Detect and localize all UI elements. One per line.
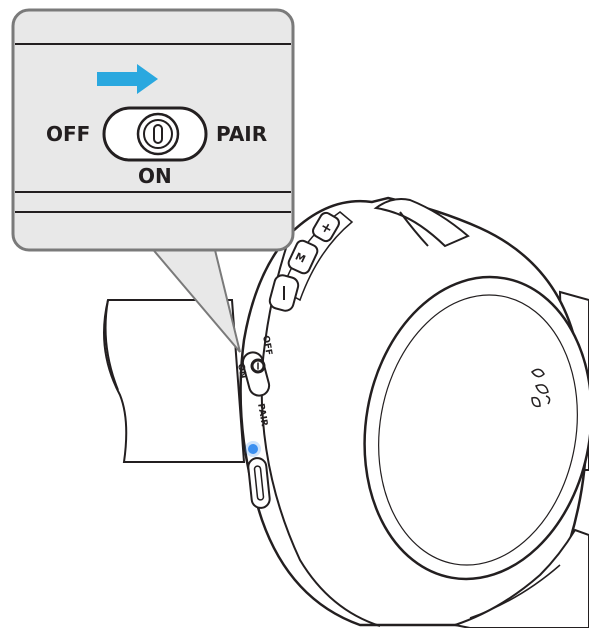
arrow-shape — [97, 64, 158, 94]
callout-slide-switch — [102, 106, 208, 162]
volume-up-button[interactable]: + — [311, 211, 341, 244]
brand-logo — [530, 368, 551, 408]
cup-switch-off-label: OFF — [260, 335, 273, 356]
cup-switch-pair-label: PAIR — [255, 403, 269, 427]
direction-arrow-icon — [97, 64, 158, 94]
callout-off-label: OFF — [46, 122, 90, 146]
cup-power-switch[interactable]: OFF ON PAIR — [235, 335, 273, 427]
multifunction-button[interactable]: M — [287, 239, 320, 275]
ear-cup-face — [363, 275, 589, 581]
led-indicator — [248, 444, 258, 454]
callout-on-label: ON — [138, 164, 172, 188]
volume-down-button[interactable] — [268, 273, 300, 312]
callout-pointer — [149, 245, 241, 353]
usb-c-port — [247, 457, 271, 509]
headband — [103, 299, 246, 463]
cup-switch-on-label: ON — [235, 363, 247, 380]
multifunction-label: M — [293, 251, 307, 265]
callout-pair-label: PAIR — [216, 122, 267, 146]
